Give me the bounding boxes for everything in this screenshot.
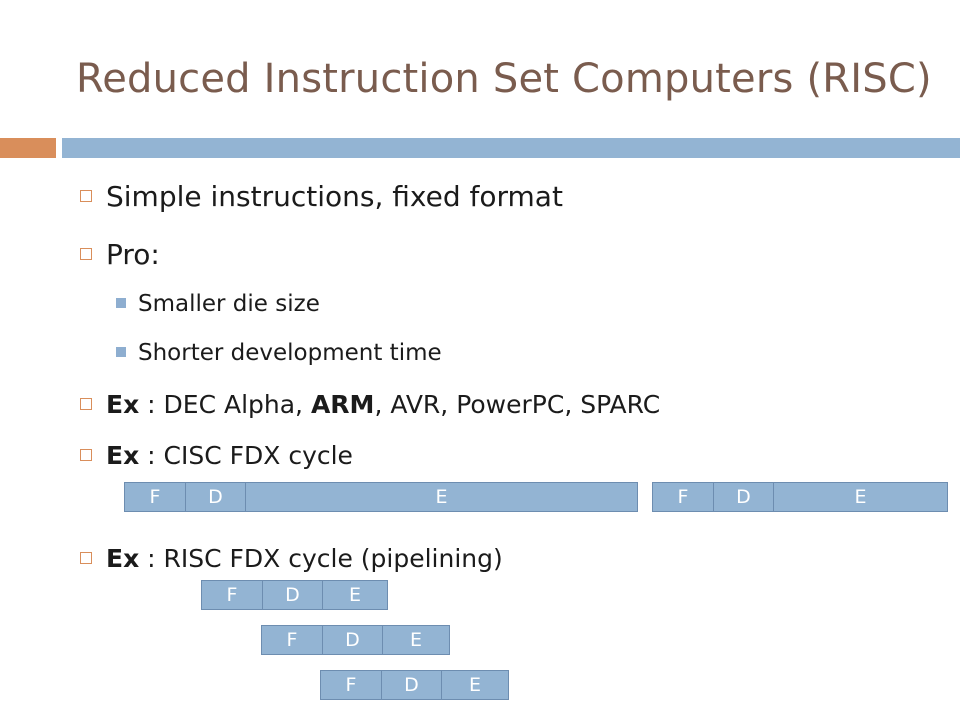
fetch-segment: F — [261, 625, 323, 655]
execute-segment: E — [382, 625, 450, 655]
slide-title: Reduced Instruction Set Computers (RISC) — [76, 56, 932, 102]
bullet-pro: Pro: — [80, 238, 160, 271]
decode-segment: D — [712, 482, 775, 512]
bullet-box-icon — [80, 398, 92, 410]
cisc-cycle-1: F D E — [124, 482, 638, 512]
decode-segment: D — [321, 625, 384, 655]
bullet-text: : CISC FDX cycle — [139, 441, 353, 470]
sub-bullet-square-icon — [116, 297, 126, 308]
decode-segment: D — [261, 580, 324, 610]
fetch-segment: F — [201, 580, 263, 610]
fetch-segment: F — [320, 670, 382, 700]
title-accent-bar — [0, 138, 56, 158]
bullet-box-icon — [80, 449, 92, 461]
bullet-text: Simple instructions, fixed format — [106, 180, 563, 213]
risc-cycle-1: F D E — [201, 580, 388, 610]
sub-bullet-smaller-die: Smaller die size — [116, 291, 320, 317]
bullet-text: : DEC Alpha, — [139, 390, 311, 419]
risc-cycle-2: F D E — [261, 625, 450, 655]
decode-segment: D — [184, 482, 247, 512]
bullet-text: Pro: — [106, 238, 160, 271]
bullet-cisc-fdx: Ex : CISC FDX cycle — [80, 441, 353, 470]
sub-bullet-square-icon — [116, 346, 126, 357]
bullet-emph: ARM — [310, 390, 375, 419]
execute-segment: E — [441, 670, 509, 700]
cisc-cycle-2: F D E — [652, 482, 948, 512]
sub-bullet-shorter-dev: Shorter development time — [116, 340, 442, 366]
bullet-text: , AVR, PowerPC, SPARC — [374, 390, 661, 419]
bullet-label: Ex — [106, 544, 140, 573]
sub-bullet-text: Smaller die size — [138, 291, 320, 317]
risc-cycle-3: F D E — [320, 670, 509, 700]
sub-bullet-text: Shorter development time — [138, 340, 442, 366]
bullet-simple-instructions: Simple instructions, fixed format — [80, 180, 563, 213]
bullet-box-icon — [80, 552, 92, 564]
execute-segment: E — [773, 482, 948, 512]
execute-segment: E — [322, 580, 388, 610]
bullet-examples-arch: Ex : DEC Alpha, ARM, AVR, PowerPC, SPARC — [80, 390, 660, 419]
title-underline-bar — [62, 138, 960, 158]
execute-segment: E — [245, 482, 638, 512]
bullet-label: Ex — [106, 390, 140, 419]
bullet-label: Ex — [106, 441, 140, 470]
bullet-risc-fdx: Ex : RISC FDX cycle (pipelining) — [80, 544, 503, 573]
fetch-segment: F — [652, 482, 714, 512]
bullet-box-icon — [80, 190, 92, 202]
fetch-segment: F — [124, 482, 186, 512]
decode-segment: D — [380, 670, 443, 700]
bullet-text: : RISC FDX cycle (pipelining) — [139, 544, 503, 573]
bullet-box-icon — [80, 248, 92, 260]
